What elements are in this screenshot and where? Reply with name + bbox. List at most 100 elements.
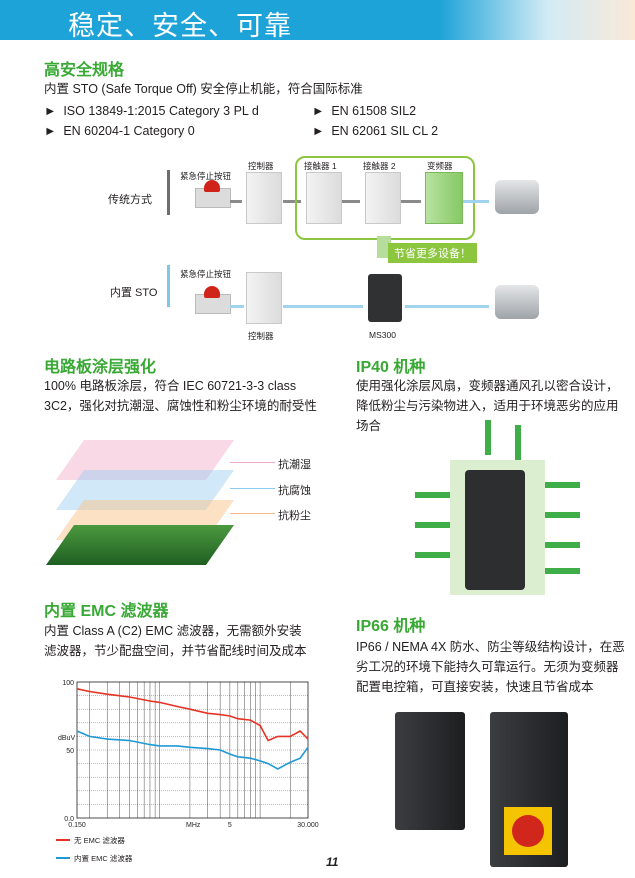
ip40-text: 使用强化涂层风扇，变频器通风孔以密合设计，降低粉尘与污染物进入，适用于环境恶劣的… [356,379,619,433]
ms300-drive-icon [465,470,525,590]
airflow-arrow-icon [545,512,580,518]
page-title: 稳定、安全、可靠 [68,11,292,41]
emc-heading: 内置 EMC 滤波器 [44,603,169,620]
arrow-icon [405,305,489,308]
standard-item: ► ISO 13849-1:2015 Category 3 PL d [44,104,259,118]
contactor2-box [365,172,401,224]
contactor1-box [306,172,342,224]
inverter-box [425,172,463,224]
layer-label: 抗潮湿 [278,459,311,471]
emc-chart: 0.150 5 30.000 100 50 0.0 dBuV MHz 无 EMC 滤波器内… [56,680,319,863]
arrow-icon [401,200,421,203]
airflow-arrow-icon [545,568,580,574]
layer-label: 抗腐蚀 [278,485,311,497]
legend-label: 无 EMC 滤波器 [74,835,125,845]
airflow-arrow-icon [485,420,491,455]
y-axis-label: dBuV [58,735,75,742]
contactor2-label: 接触器 2 [363,161,396,171]
airflow-arrow-icon [415,522,450,528]
estop-label: 紧急停止按钮 [180,269,232,279]
arrow-icon [230,200,242,203]
ip66-heading: IP66 机种 [356,618,426,635]
controller-box [246,172,282,224]
standard-text: ISO 13849-1:2015 Category 3 PL d [63,104,259,118]
airflow-arrow-icon [545,482,580,488]
standard-item: ► EN 61508 SIL2 [312,104,416,118]
legend-label: 内置 EMC 滤波器 [74,853,133,863]
airflow-arrow-icon [415,492,450,498]
coating-heading: 电路板涂层强化 [44,359,157,376]
airflow-arrow-icon [415,552,450,558]
ms300-label: MS300 [369,330,396,340]
ip66-drive-small [395,712,465,830]
ip40-heading: IP40 机种 [356,359,426,376]
page-number: 11 [326,855,339,869]
estop-cap-icon [204,286,220,298]
controller-box [246,272,282,324]
airflow-arrow-icon [515,425,521,460]
disconnect-switch-plate [504,807,552,855]
traditional-label: 传统方式 [108,194,152,206]
divider-bar [167,170,170,215]
standard-item: ► EN 62061 SIL CL 2 [312,124,438,138]
layer-label: 抗粉尘 [278,510,311,522]
bullet-icon: ► [312,104,325,118]
arrow-icon [463,200,489,203]
divider-bar [167,265,170,307]
y-tick-label: 0.0 [64,816,74,823]
ip66-drive-with-switch [490,712,568,867]
layer-leader [230,462,275,463]
coating-layers-illustration [45,440,320,575]
arrow-icon [342,200,360,203]
bullet-icon: ► [44,124,57,138]
estop-label: 紧急停止按钮 [180,171,232,181]
x-tick-label: 30.000 [297,822,319,829]
bullet-icon: ► [44,104,57,118]
airflow-arrow-icon [545,542,580,548]
x-tick-label: 0.150 [68,822,86,829]
bullet-icon: ► [312,124,325,138]
controller-label: 控制器 [248,161,274,171]
header-hands-image [440,0,635,40]
inverter-label: 变频器 [427,161,453,171]
layer-leader [230,488,275,489]
ms300-drive-icon [368,274,402,322]
disconnect-switch-icon[interactable] [512,815,544,847]
standard-text: EN 61508 SIL2 [331,104,417,118]
coating-text: 100% 电路板涂层，符合 IEC 60721-3-3 class 3C2，强化… [44,379,317,413]
contactor1-label: 接触器 1 [304,161,337,171]
save-label: 节省更多设备！ [388,243,477,263]
controller-label: 控制器 [248,331,274,341]
y-tick-label: 50 [66,748,74,755]
arrow-icon [283,305,363,308]
save-arrow-icon [377,236,391,258]
chart-ticks: 0.150 5 30.000 100 50 0.0 [62,680,318,829]
ip66-text: IP66 / NEMA 4X 防水、防尘等级结构设计，在恶劣工况的环境下能持久可… [356,640,625,694]
estop-button-icon [195,180,231,208]
chart-grid [76,681,309,819]
standard-item: ► EN 60204-1 Category 0 [44,124,195,138]
sto-intro: 内置 STO (Safe Torque Off) 安全停止机能，符合国际标准 [44,82,363,96]
x-tick-label: 5 [228,822,232,829]
estop-button-icon [195,286,231,314]
chart-series [76,688,309,770]
series-line [76,730,309,770]
sto-comparison-diagram: 传统方式 内置 STO 紧急停止按钮 控制器 接触器 1 接触器 2 变频器 节… [0,150,635,350]
y-tick-label: 100 [62,680,74,687]
standard-text: EN 60204-1 Category 0 [63,124,195,138]
layer-leader [230,513,275,514]
arrow-icon [230,305,244,308]
standard-text: EN 62061 SIL CL 2 [331,124,439,138]
x-axis-label: MHz [186,822,201,829]
arrow-icon [283,200,301,203]
sto-heading: 高安全规格 [44,62,125,79]
emc-text: 内置 Class A (C2) EMC 滤波器，无需额外安装滤波器，节少配盘空间… [44,624,307,658]
motor-icon [495,180,539,214]
circuit-board [45,525,235,565]
estop-cap-icon [204,180,220,192]
ip40-drive-illustration [410,420,585,600]
builtin-label: 内置 STO [110,287,158,299]
series-line [76,688,309,742]
motor-icon [495,285,539,319]
